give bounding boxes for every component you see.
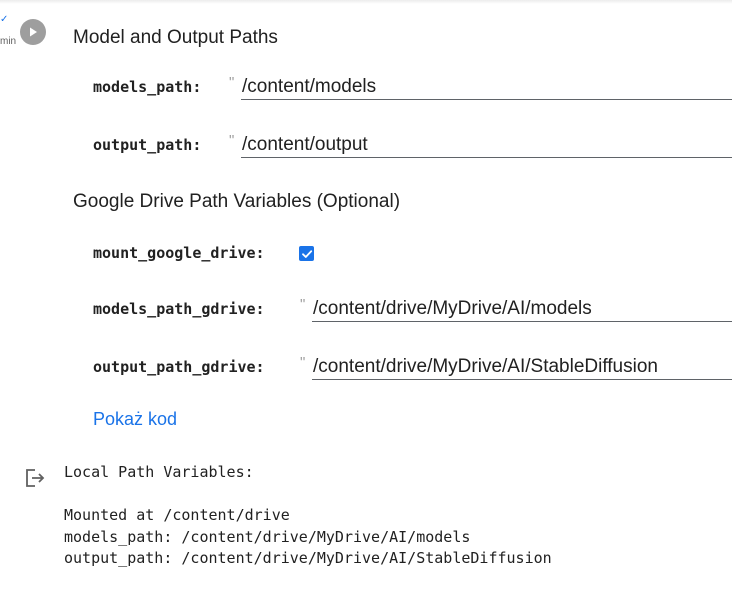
section-title-gdrive: Google Drive Path Variables (Optional) (73, 191, 401, 212)
models-path-input[interactable] (241, 74, 732, 100)
models-path-gdrive-input[interactable] (312, 296, 732, 322)
play-icon (30, 27, 37, 37)
models-path-gdrive-label: models_path_gdrive: (93, 300, 265, 318)
execution-time: min (0, 36, 17, 47)
output-path-gdrive-input[interactable] (312, 354, 732, 380)
output-arrow-icon (22, 466, 46, 490)
models-path-label: models_path: (93, 78, 202, 96)
output-line: output_path: /content/drive/MyDrive/AI/S… (64, 549, 552, 567)
param-row-output-path: output_path: " (93, 130, 732, 162)
output-line: Mounted at /content/drive (64, 506, 290, 524)
cell-top-divider (0, 0, 732, 4)
check-icon (301, 249, 312, 258)
cell-output: Local Path Variables: Mounted at /conten… (64, 462, 552, 570)
cell-gutter: ✓ min (0, 0, 60, 60)
execution-done-mark: ✓ (0, 14, 9, 25)
string-quote-icon: " (300, 354, 306, 371)
output-path-label: output_path: (93, 136, 202, 154)
string-quote-icon: " (229, 74, 235, 91)
show-code-link[interactable]: Pokaż kod (93, 409, 178, 429)
param-row-models-path: models_path: " (93, 72, 732, 104)
mount-google-drive-label: mount_google_drive: (93, 244, 265, 262)
param-row-mount-google-drive: mount_google_drive: (93, 238, 732, 270)
output-path-gdrive-label: output_path_gdrive: (93, 358, 265, 376)
string-quote-icon: " (229, 132, 235, 149)
param-row-output-path-gdrive: output_path_gdrive: " (93, 352, 732, 384)
mount-google-drive-checkbox[interactable] (299, 246, 314, 261)
run-cell-button[interactable] (20, 19, 46, 45)
output-path-input[interactable] (241, 132, 732, 158)
output-line: Local Path Variables: (64, 463, 254, 481)
param-row-models-path-gdrive: models_path_gdrive: " (93, 294, 732, 326)
section-title-model-output: Model and Output Paths (73, 27, 278, 48)
output-line: models_path: /content/drive/MyDrive/AI/m… (64, 527, 471, 546)
string-quote-icon: " (300, 296, 306, 313)
